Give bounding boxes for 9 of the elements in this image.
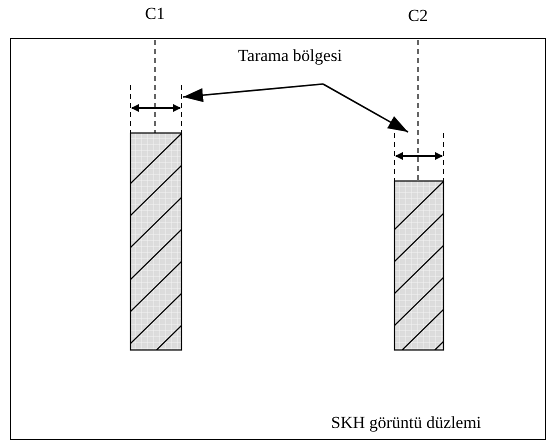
- region-label: Tarama bölgesi: [216, 46, 364, 84]
- center-label: C1: [145, 4, 165, 24]
- leader-arrow: [182, 83, 324, 102]
- hatched-bar-drawing: [394, 133, 444, 351]
- center-label: C2: [408, 6, 428, 26]
- image-plane-frame: [10, 38, 546, 440]
- plane-label: SKH görüntü düzlemi: [331, 413, 482, 433]
- leader-arrow: [322, 83, 408, 133]
- hatched-bar-drawing: [130, 85, 182, 351]
